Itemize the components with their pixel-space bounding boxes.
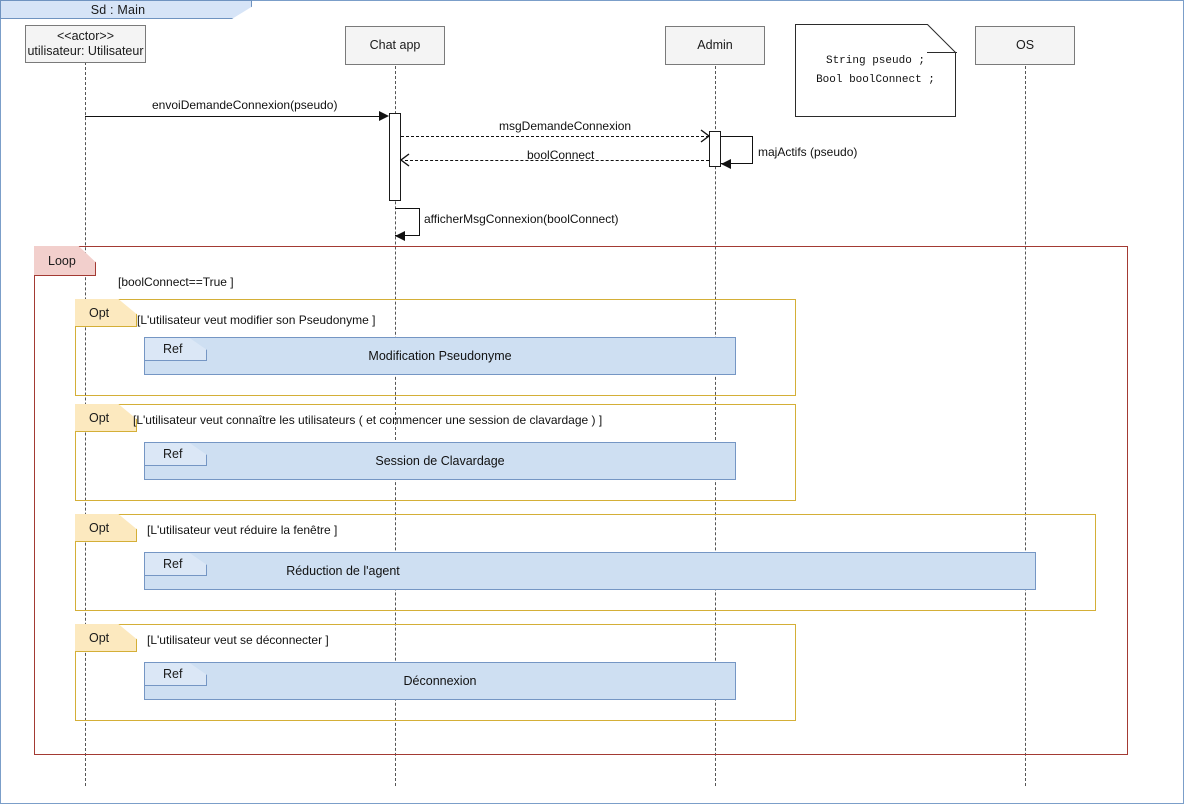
lifeline-name-chatapp: Chat app xyxy=(369,38,421,52)
message-line-envoi-demande-connexion xyxy=(85,116,379,117)
ref-deconnexion[interactable]: Ref Déconnexion xyxy=(144,662,736,700)
arrowhead-maj-actifs xyxy=(721,159,731,169)
arrowhead-afficher-msg-connexion xyxy=(395,231,405,241)
message-line-msg-demande-connexion xyxy=(401,136,709,137)
ref-reduction-agent[interactable]: Ref Réduction de l'agent xyxy=(144,552,1036,590)
ref-session-clavardage[interactable]: Ref Session de Clavardage xyxy=(144,442,736,480)
lifeline-name-os: OS xyxy=(1015,38,1035,52)
message-label-bool-connect: boolConnect xyxy=(527,148,595,162)
message-label-msg-demande-connexion: msgDemandeConnexion xyxy=(499,119,632,133)
lifeline-name-utilisateur: utilisateur: Utilisateur xyxy=(27,44,144,58)
ref-tag-1: Ref xyxy=(145,338,207,361)
ref-label-session-clavardage: Session de Clavardage xyxy=(375,454,505,468)
lifeline-chatapp xyxy=(395,66,396,786)
self-message-maj-actifs xyxy=(721,136,753,164)
fragment-opt3-guard: [L'utilisateur veut réduire la fenêtre ] xyxy=(147,523,338,537)
ref-label-deconnexion: Déconnexion xyxy=(403,674,477,688)
fragment-loop-guard: [boolConnect==True ] xyxy=(118,275,234,289)
fragment-opt4-tag[interactable]: Opt xyxy=(75,624,137,652)
fragment-opt1-guard: [L'utilisateur veut modifier son Pseudon… xyxy=(137,313,376,327)
fragment-opt-deconnexion[interactable] xyxy=(75,624,796,721)
arrowhead-envoi-demande-connexion xyxy=(379,111,389,121)
lifeline-os xyxy=(1025,66,1026,786)
activation-admin xyxy=(709,131,721,167)
arrowhead-msg-demande-connexion xyxy=(700,129,712,143)
ref-modification-pseudonyme[interactable]: Ref Modification Pseudonyme xyxy=(144,337,736,375)
ref-label-reduction-agent: Réduction de l'agent xyxy=(286,564,400,578)
message-label-envoi-demande-connexion: envoiDemandeConnexion(pseudo) xyxy=(152,98,338,112)
lifeline-head-os[interactable]: OS xyxy=(975,26,1075,65)
lifeline-head-admin[interactable]: Admin xyxy=(665,26,765,65)
activation-chatapp xyxy=(389,113,401,201)
ref-label-modification-pseudonyme: Modification Pseudonyme xyxy=(368,349,512,363)
lifeline-admin xyxy=(715,66,716,786)
lifeline-head-utilisateur[interactable]: <<actor>> utilisateur: Utilisateur xyxy=(25,25,146,63)
note-line-1: String pseudo ; xyxy=(825,54,926,67)
note-line-2: Bool boolConnect ; xyxy=(816,73,935,86)
diagram-title-tab[interactable]: Sd : Main xyxy=(0,0,252,19)
arrowhead-bool-connect xyxy=(398,153,410,167)
diagram-title: Sd : Main xyxy=(90,2,146,17)
self-message-afficher-msg-connexion xyxy=(395,208,420,236)
lifeline-name-admin: Admin xyxy=(697,38,733,52)
fragment-opt-modification-pseudonyme[interactable] xyxy=(75,299,796,396)
ref-tag-2: Ref xyxy=(145,443,207,466)
note-fold-icon xyxy=(927,24,956,53)
fragment-opt4-guard: [L'utilisateur veut se déconnecter ] xyxy=(147,633,329,647)
fragment-opt-session-clavardage[interactable] xyxy=(75,404,796,501)
note-declarations: String pseudo ; Bool boolConnect ; xyxy=(795,24,956,117)
message-label-afficher-msg-connexion: afficherMsgConnexion(boolConnect) xyxy=(424,212,619,226)
message-line-bool-connect xyxy=(405,160,709,161)
lifeline-stereotype-utilisateur: <<actor>> xyxy=(57,29,114,43)
note-fold-edge xyxy=(927,52,957,53)
ref-tag-4: Ref xyxy=(145,663,207,686)
message-label-maj-actifs: majActifs (pseudo) xyxy=(758,145,858,159)
fragment-opt-reduction-agent[interactable] xyxy=(75,514,1096,611)
fragment-opt2-guard: [L'utilisateur veut connaître les utilis… xyxy=(133,413,603,427)
fragment-loop[interactable] xyxy=(34,246,1128,755)
ref-tag-3: Ref xyxy=(145,553,207,576)
lifeline-head-chatapp[interactable]: Chat app xyxy=(345,26,445,65)
